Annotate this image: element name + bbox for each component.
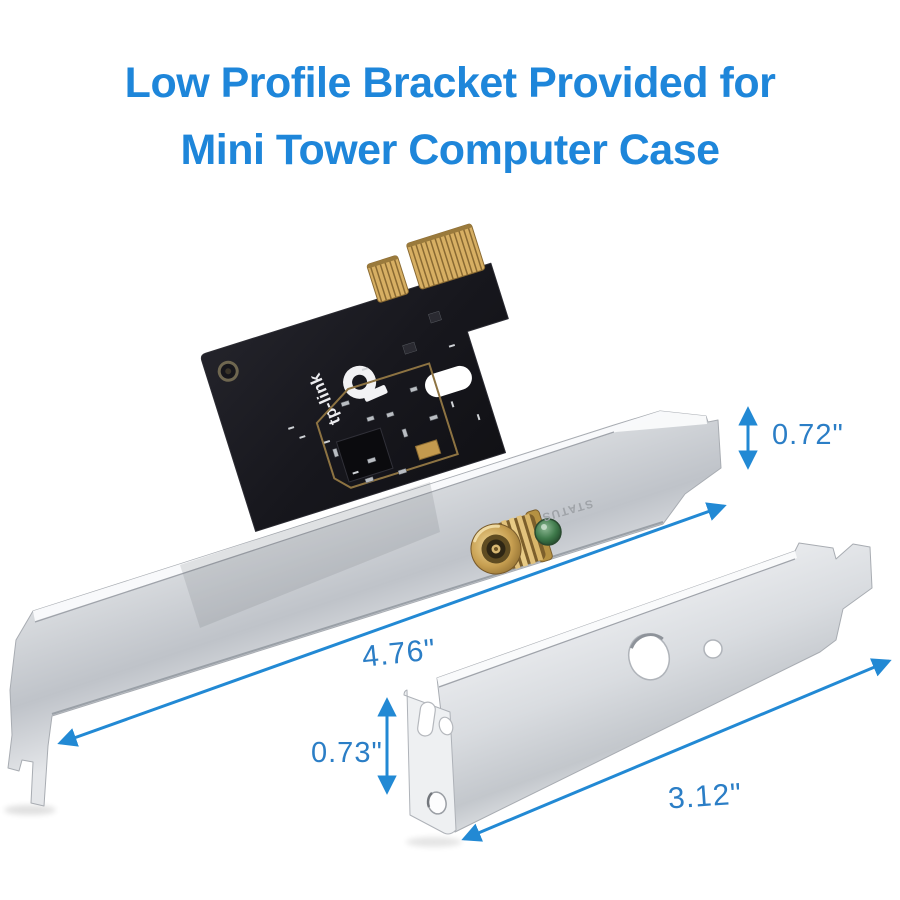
flange-bottom-hole-shadow — [426, 792, 433, 808]
dim-label-low-height: 0.73" — [311, 737, 383, 769]
status-led — [534, 518, 562, 546]
headline-line2: Mini Tower Computer Case — [180, 126, 720, 174]
shadow-low-bracket — [406, 837, 462, 847]
arrow-full-length — [57, 502, 727, 747]
crystal-component — [414, 439, 442, 461]
pcie-connector-short-tab — [366, 255, 409, 303]
pcie-wifi-card: tp-link — [200, 223, 509, 532]
low-profile-bracket — [403, 542, 873, 835]
headline-line1: Low Profile Bracket Provided for — [124, 59, 776, 107]
wifi-chipset — [335, 427, 394, 483]
dim-label-low-length: 3.12" — [666, 777, 744, 816]
headline: Low Profile Bracket Provided for Mini To… — [0, 50, 900, 184]
arrow-low-length — [461, 658, 892, 842]
low-bracket-led-hole — [703, 639, 723, 659]
dim-label-tab-height: 0.72" — [772, 419, 844, 451]
rf-trace-boundary — [315, 362, 459, 489]
status-led-glint — [541, 524, 547, 530]
pcb-screw-hole-center — [225, 368, 232, 375]
tp-link-logo-glyph — [343, 365, 388, 402]
passive-components — [332, 310, 442, 484]
pcie-connector-long-tab — [406, 223, 486, 290]
dimension-arrows — [57, 406, 892, 842]
silkscreen-marks — [287, 343, 481, 475]
shadow-bracket-foot — [4, 805, 56, 815]
